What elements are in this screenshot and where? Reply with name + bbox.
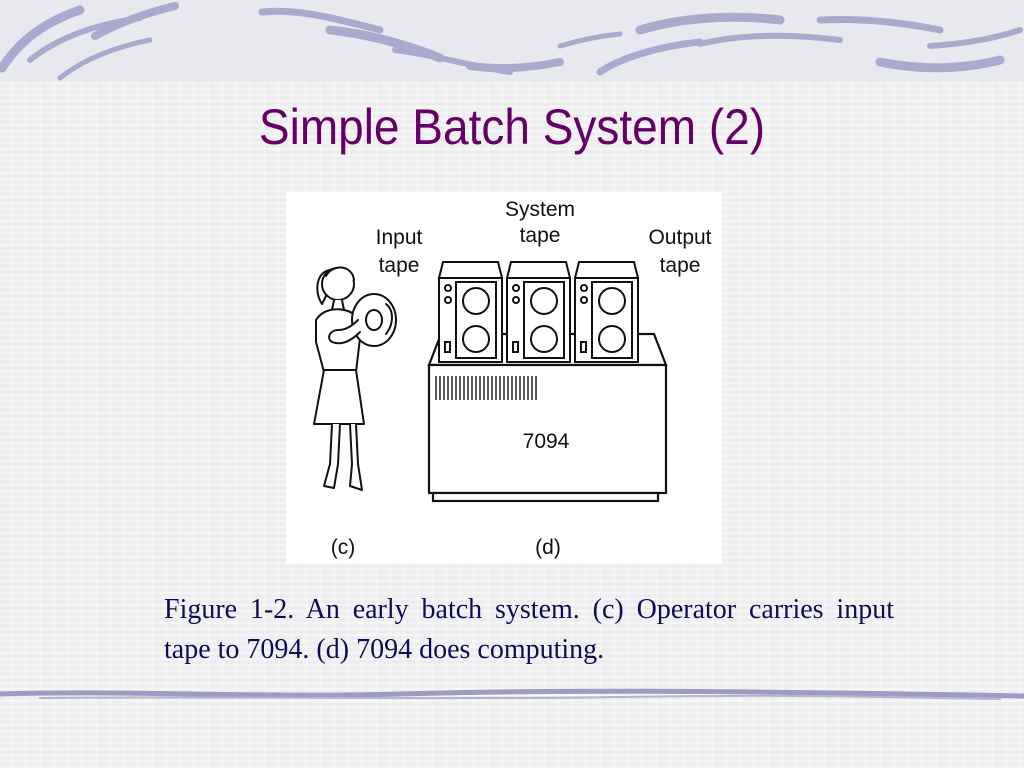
tape-drive-system bbox=[505, 261, 572, 363]
label-input-tape-line1: Input bbox=[376, 226, 423, 249]
brush-strokes-graphic bbox=[0, 2, 1023, 81]
panel-label-d: (d) bbox=[535, 536, 561, 559]
bottom-brush-stroke bbox=[0, 688, 1024, 700]
label-output-tape-line1: Output bbox=[648, 226, 711, 249]
label-system-tape-line1: System bbox=[505, 198, 575, 221]
panel-label-c: (c) bbox=[331, 536, 356, 559]
tape-drive-input bbox=[437, 261, 504, 363]
decorative-bottom-band bbox=[0, 686, 1024, 704]
computer-model-label: 7094 bbox=[523, 430, 570, 453]
label-input-tape-line2: tape bbox=[379, 254, 420, 277]
tape-drive-output bbox=[573, 261, 640, 363]
label-output-tape-line2: tape bbox=[660, 254, 701, 277]
slide-title: Simple Batch System (2) bbox=[258, 99, 766, 155]
figure-illustration: System tape Input tape Output tape bbox=[313, 198, 712, 559]
decorative-top-band bbox=[0, 0, 1024, 82]
label-system-tape-line2: tape bbox=[520, 224, 561, 247]
operator-figure bbox=[313, 266, 397, 491]
vent-grille bbox=[435, 376, 537, 400]
batch-system-figure: System tape Input tape Output tape bbox=[286, 192, 722, 564]
figure-caption: Figure 1-2. An early batch system. (c) O… bbox=[164, 594, 894, 665]
